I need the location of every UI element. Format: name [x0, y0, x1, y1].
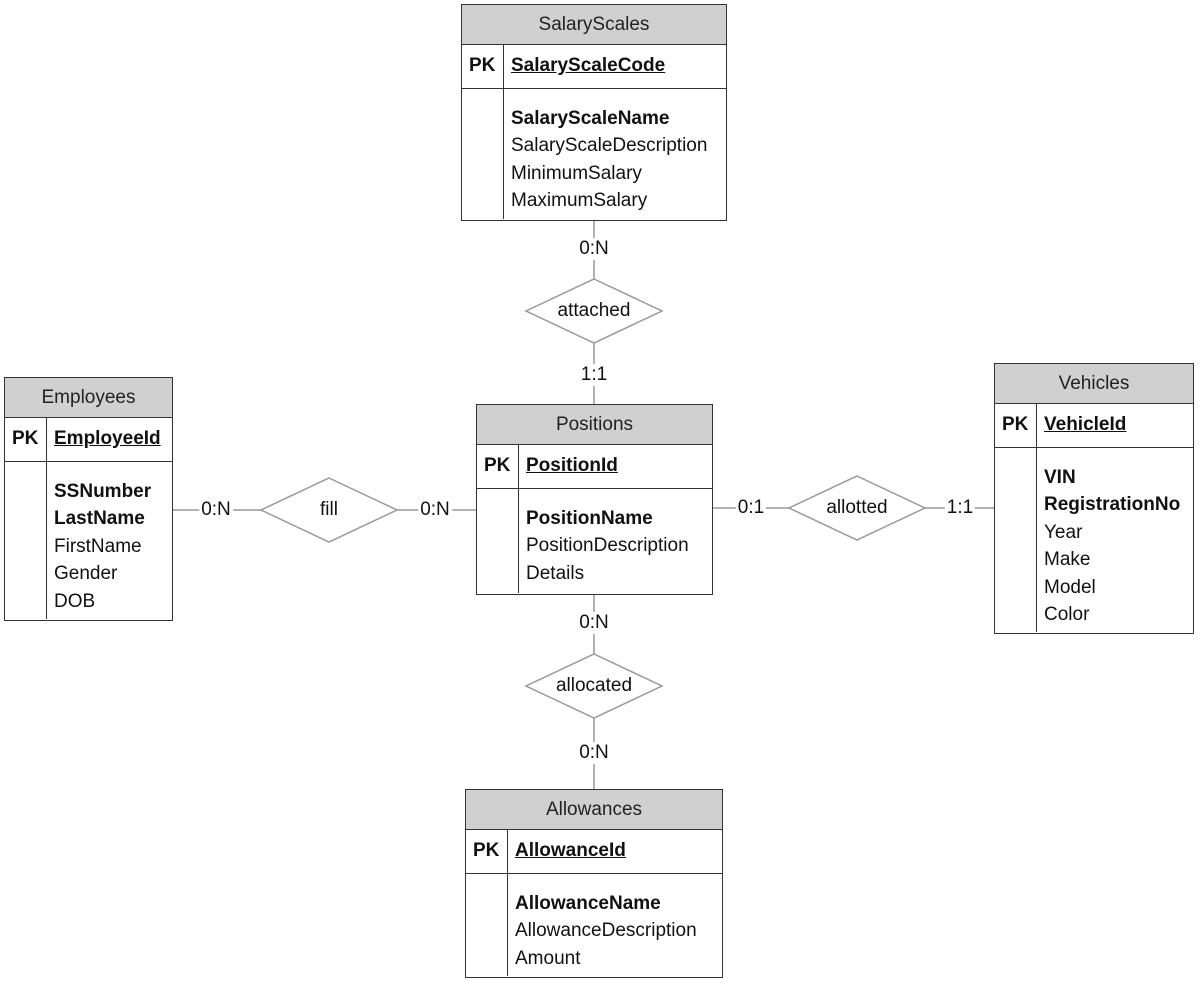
- cardinality-label: 1:1: [944, 497, 976, 519]
- entity-title: Positions: [477, 405, 712, 445]
- attribute-field: Model: [1044, 576, 1096, 598]
- relationship-label-allotted: allotted: [826, 497, 888, 518]
- primary-key-row: PK VehicleId: [995, 404, 1193, 448]
- relationship-diamond-allotted: [787, 475, 927, 541]
- attribute-field: AllowanceName: [515, 893, 661, 914]
- pk-label: PK: [462, 45, 504, 88]
- attribute-field: AllowanceDescription: [515, 920, 697, 942]
- attribute-field: DOB: [54, 590, 96, 612]
- attribute-field: PositionDescription: [526, 535, 689, 557]
- primary-key-field: VehicleId: [1044, 414, 1127, 435]
- primary-key-field: PositionId: [526, 455, 618, 476]
- attribute-field: Details: [526, 562, 585, 584]
- primary-key-field: AllowanceId: [515, 840, 626, 861]
- attribute-field: PositionName: [526, 508, 653, 529]
- entity-title: Employees: [5, 378, 172, 418]
- primary-key-row: PK PositionId: [477, 445, 712, 489]
- relationship-diamond-fill: [259, 477, 399, 543]
- attribute-field: FirstName: [54, 535, 142, 557]
- relationship-label-fill: fill: [320, 499, 338, 520]
- attribute-field: VIN: [1044, 467, 1076, 488]
- entity-title: Vehicles: [995, 364, 1193, 404]
- cardinality-label: 0:N: [577, 238, 611, 260]
- primary-key-field: EmployeeId: [54, 428, 161, 449]
- primary-key-row: PK EmployeeId: [5, 418, 172, 462]
- cardinality-label: 0:N: [577, 742, 611, 764]
- attribute-field: Amount: [515, 947, 581, 969]
- cardinality-label: 0:N: [577, 612, 611, 634]
- primary-key-field: SalaryScaleCode: [511, 55, 666, 76]
- pk-label: PK: [5, 418, 47, 461]
- attribute-field: SalaryScaleName: [511, 108, 670, 129]
- attribute-field: MaximumSalary: [511, 190, 648, 212]
- pk-label: PK: [477, 445, 519, 488]
- attribute-field: SalaryScaleDescription: [511, 135, 708, 157]
- cardinality-label: 0:1: [735, 497, 767, 519]
- cardinality-label: 0:N: [199, 499, 233, 521]
- cardinality-label: 1:1: [578, 364, 610, 386]
- primary-key-row: PK AllowanceId: [466, 830, 722, 874]
- attribute-field: LastName: [54, 508, 145, 530]
- attribute-field: Year: [1044, 521, 1083, 543]
- attribute-field: Gender: [54, 563, 118, 585]
- relationship-label-allocated: allocated: [555, 675, 633, 696]
- attribute-field: RegistrationNo: [1044, 494, 1181, 516]
- entity-title: Allowances: [466, 790, 722, 830]
- relationship-diamond-attached: [524, 278, 664, 344]
- entity-salary-scales: SalaryScales PK SalaryScaleCode SalarySc…: [461, 4, 727, 221]
- primary-key-row: PK SalaryScaleCode: [462, 45, 726, 89]
- relationship-diamond-allocated: [524, 653, 664, 719]
- pk-label: PK: [466, 830, 508, 873]
- relationship-label-attached: attached: [557, 300, 631, 321]
- pk-label: PK: [995, 404, 1037, 447]
- attribute-field: Color: [1044, 604, 1090, 626]
- attribute-field: SSNumber: [54, 481, 152, 502]
- entity-title: SalaryScales: [462, 5, 726, 45]
- attribute-field: Make: [1044, 549, 1091, 571]
- attribute-field: MinimumSalary: [511, 162, 642, 184]
- cardinality-label: 0:N: [418, 499, 452, 521]
